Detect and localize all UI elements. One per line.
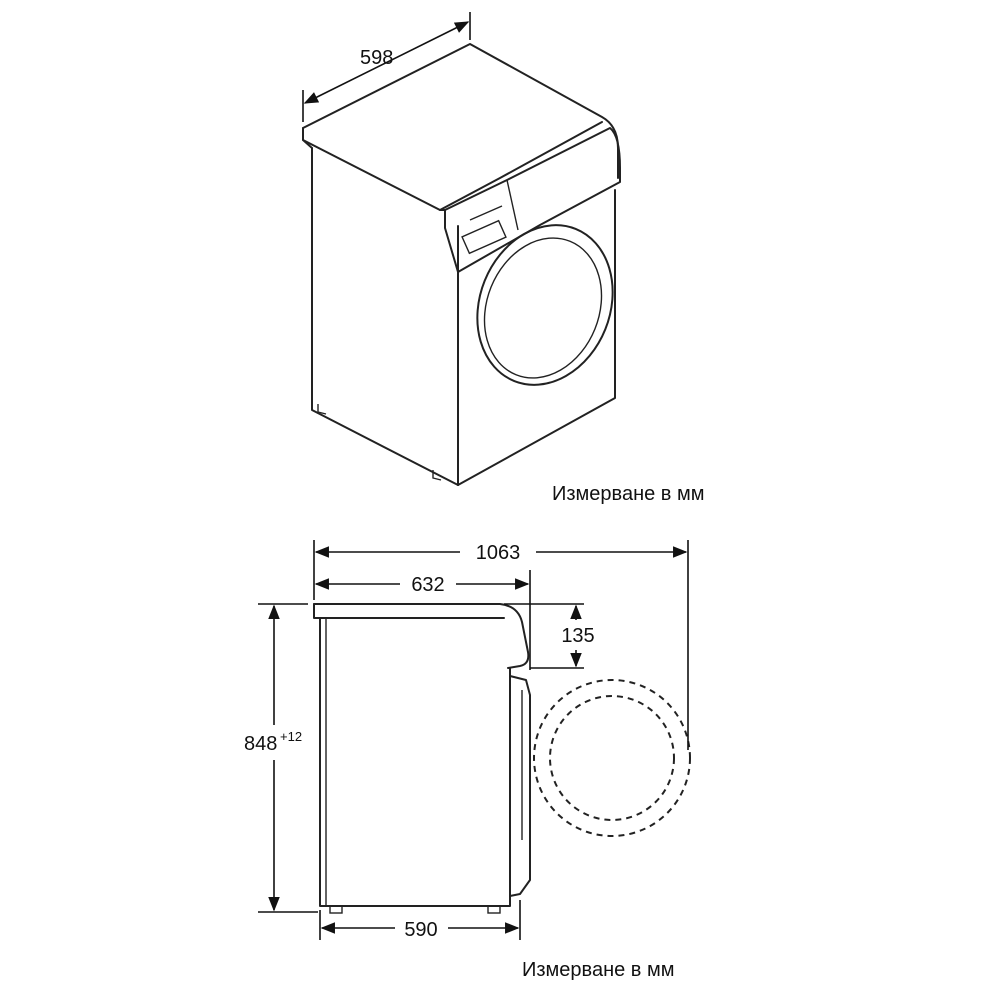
top-panel-dimension: 135 — [504, 603, 595, 669]
overall-depth-dimension: 1063 — [313, 540, 689, 750]
machine-body-outline — [302, 43, 621, 486]
isometric-view: 598 Измерване в мм — [302, 12, 704, 505]
door-swing-circles — [533, 679, 691, 837]
height-tolerance: +12 — [280, 729, 302, 744]
door-porthole — [476, 224, 614, 386]
width-label: 598 — [360, 47, 393, 69]
base-depth-label: 590 — [404, 919, 437, 941]
body-depth-dimension: 632 — [314, 570, 531, 670]
overall-depth-label: 1063 — [476, 542, 521, 564]
top-panel-label: 135 — [561, 625, 594, 647]
base-depth-dimension: 590 — [319, 900, 521, 941]
height-dimension: 848 +12 — [244, 603, 318, 913]
height-label: 848 — [244, 733, 277, 755]
side-caption: Измерване в мм — [522, 959, 674, 981]
width-dimension: 598 — [302, 12, 471, 122]
side-view: 1063 632 135 848 +12 — [244, 540, 691, 981]
side-body-outline — [313, 603, 531, 914]
body-depth-label: 632 — [411, 574, 444, 596]
iso-caption: Измерване в мм — [552, 483, 704, 505]
